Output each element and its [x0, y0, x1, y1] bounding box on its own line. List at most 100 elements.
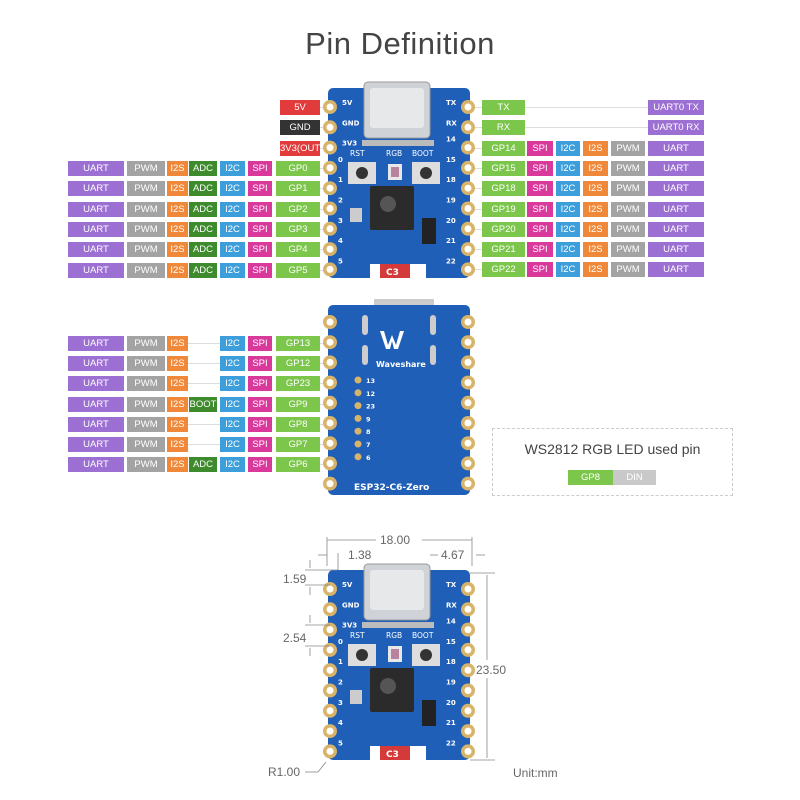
- pin-label-pwm: PWM: [611, 242, 645, 258]
- c3-marking: [380, 746, 410, 760]
- pin-hole: [464, 626, 472, 634]
- silk-right-pin: 19: [446, 197, 456, 205]
- pin-label-spi: SPI: [248, 457, 272, 473]
- pin-label-i2s: I2S: [167, 416, 188, 432]
- dim-radius: R1.00: [268, 765, 301, 779]
- pin-label-uart0-rx: UART0 RX: [648, 120, 704, 136]
- boot-button-cap: [420, 649, 432, 661]
- silk-left-pin: 0: [338, 638, 343, 646]
- silk-rst: RST: [350, 149, 365, 158]
- pin-label-pwm: PWM: [611, 221, 645, 237]
- pin-label-uart: UART: [68, 416, 124, 432]
- rgb-led-die: [391, 649, 399, 659]
- pin-hole: [326, 666, 334, 674]
- pin-hole: [464, 245, 472, 253]
- pin-hole: [464, 225, 472, 233]
- pin-hole: [326, 459, 334, 467]
- usb-c-inner: [370, 88, 424, 128]
- silk-right-pin: 22: [446, 739, 456, 747]
- pin-hole: [326, 747, 334, 755]
- pin-label-gp14: GP14: [482, 140, 525, 156]
- pin-label-i2c: I2C: [220, 242, 245, 258]
- crystal: [350, 208, 362, 222]
- pin-label-uart: UART: [68, 161, 124, 176]
- silk-left-pin: 1: [338, 658, 343, 666]
- pin-label-gp21: GP21: [482, 242, 525, 258]
- leader-line: [188, 343, 220, 344]
- pin-label-uart: UART: [648, 262, 704, 278]
- pin-label-i2s: I2S: [167, 336, 188, 351]
- silk-left-pin: 2: [338, 679, 343, 687]
- usb-c-pins: [362, 140, 434, 146]
- pin-label-i2c: I2C: [556, 221, 580, 237]
- pin-hole: [326, 480, 334, 488]
- pin-label-spi: SPI: [527, 160, 553, 176]
- pin-label-i2c: I2C: [220, 181, 245, 197]
- pin-label-gp13: GP13: [276, 336, 320, 351]
- pin-label-i2s: I2S: [583, 262, 608, 278]
- pin-label-i2c: I2C: [556, 181, 580, 197]
- silk-c3: C3: [386, 268, 399, 278]
- pin-label-uart: UART: [68, 262, 124, 278]
- pin-hole: [326, 626, 334, 634]
- crystal: [350, 690, 362, 704]
- pin-hole: [326, 184, 334, 192]
- test-pad-label: 7: [366, 441, 371, 449]
- pin-label-i2c: I2C: [556, 140, 580, 156]
- pin-hole: [326, 646, 334, 654]
- pin-label-uart: UART: [648, 201, 704, 217]
- pin-label-spi: SPI: [248, 356, 272, 372]
- leader-line: [188, 423, 220, 425]
- pin-label-spi: SPI: [527, 140, 553, 156]
- pin-hole: [464, 646, 472, 654]
- test-pad-label: 23: [366, 403, 375, 411]
- test-pad-label: 8: [366, 428, 371, 436]
- usb-c-inner: [370, 570, 424, 610]
- pin-label-gp22: GP22: [482, 262, 525, 278]
- silk-right-pin: RX: [446, 119, 457, 127]
- pin-label-uart: UART: [68, 376, 124, 392]
- silk-left-pin: 3V3: [342, 140, 357, 148]
- pin-hole: [464, 399, 472, 407]
- pin-label-pwm: PWM: [611, 140, 645, 156]
- pin-label-i2s: I2S: [167, 201, 188, 217]
- pcb: [328, 305, 470, 495]
- pin-label-i2s: I2S: [583, 201, 608, 217]
- pin-label-i2s: I2S: [167, 437, 188, 452]
- pin-label-i2s: I2S: [583, 140, 608, 156]
- silk-right-pin: 14: [446, 618, 456, 626]
- silk-right-pin: 15: [446, 156, 456, 164]
- pin-hole: [326, 707, 334, 715]
- pin-label-pwm: PWM: [127, 416, 165, 432]
- pin-hole: [326, 727, 334, 735]
- test-pad: [354, 453, 362, 461]
- pin-hole: [464, 480, 472, 488]
- silk-rgb: RGB: [386, 631, 402, 640]
- test-pad: [354, 402, 362, 410]
- pin-label-spi: SPI: [248, 376, 272, 392]
- pin-label-i2c: I2C: [556, 160, 580, 176]
- pin-label-gp0: GP0: [276, 161, 320, 176]
- silk-left-pin: 5: [338, 739, 343, 747]
- pin-label-i2c: I2C: [220, 336, 245, 351]
- dim-unit: Unit:mm: [513, 766, 558, 780]
- pin-label-pwm: PWM: [611, 160, 645, 176]
- pin-hole: [464, 666, 472, 674]
- pin-hole: [464, 687, 472, 694]
- pin-label-spi: SPI: [248, 161, 272, 176]
- silk-right-pin: 21: [446, 719, 456, 727]
- test-pad: [354, 376, 362, 384]
- usb-c-edge: [374, 299, 434, 309]
- pin-label-pwm: PWM: [127, 336, 165, 351]
- pin-label-adc: ADC: [189, 457, 217, 473]
- pin-hole: [326, 103, 334, 111]
- pin-label-i2s: I2S: [167, 457, 188, 473]
- pin-label-i2s: I2S: [167, 161, 188, 176]
- pin-label-uart: UART: [648, 221, 704, 237]
- pin-label-3v3-out: 3V3(OUT): [280, 140, 324, 156]
- pin-hole: [326, 399, 334, 407]
- silk-right-pin: 15: [446, 638, 456, 646]
- pin-label-adc: ADC: [189, 242, 217, 258]
